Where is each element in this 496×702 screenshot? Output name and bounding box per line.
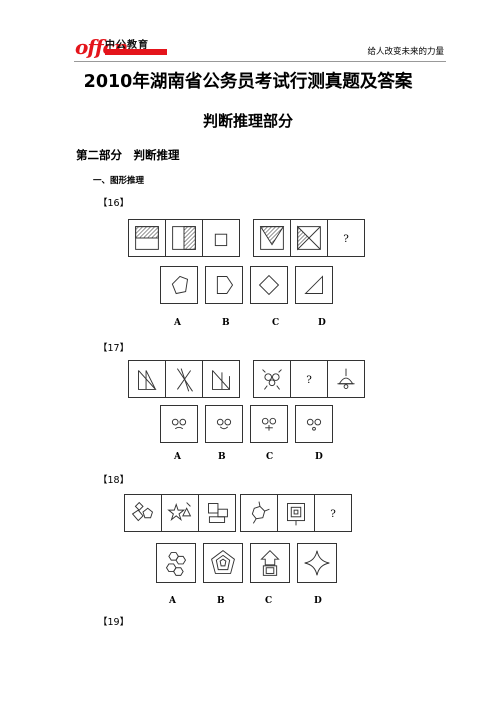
q17-figure-6 — [327, 360, 365, 398]
q17-group-2: ? — [253, 360, 365, 398]
q16-figure-2 — [165, 219, 203, 257]
q16-figure-6: ? — [327, 219, 365, 257]
q17-label-a: A — [174, 452, 181, 462]
question-16-number: 【16】 — [98, 198, 130, 209]
q18-figure-4 — [240, 494, 278, 532]
q18-figure-3 — [198, 494, 236, 532]
q16-label-c: C — [272, 318, 280, 328]
question-17-options — [160, 405, 333, 443]
q17-figure-1 — [128, 360, 166, 398]
header-divider — [74, 61, 446, 62]
q18-label-d: D — [314, 596, 322, 606]
question-17-number: 【17】 — [98, 343, 130, 354]
q17-figure-4 — [253, 360, 291, 398]
section-heading: 一、图形推理 — [93, 176, 145, 186]
q18-label-a: A — [169, 596, 176, 606]
q18-figure-1 — [124, 494, 162, 532]
question-18-stem: ? — [124, 494, 352, 532]
q16-label-d: D — [318, 318, 326, 328]
q18-question-mark: ? — [330, 508, 336, 520]
q17-figure-5: ? — [290, 360, 328, 398]
q17-option-b[interactable] — [205, 405, 243, 443]
q16-option-d[interactable] — [295, 266, 333, 304]
q17-question-mark: ? — [306, 374, 312, 386]
q16-label-b: B — [222, 318, 230, 328]
q18-figure-5 — [277, 494, 315, 532]
q17-option-a[interactable] — [160, 405, 198, 443]
logo-bar — [105, 49, 167, 55]
q18-figure-6: ? — [314, 494, 352, 532]
question-18-number: 【18】 — [98, 475, 130, 486]
q16-option-a[interactable] — [160, 266, 198, 304]
q18-option-c[interactable] — [250, 543, 290, 583]
page-subtitle: 判断推理部分 — [202, 112, 293, 130]
page-title: 2010年湖南省公务员考试行测真题及答案 — [83, 72, 413, 92]
zhonggong-logo: offcn 中公教育 — [75, 35, 175, 61]
q17-group-1 — [128, 360, 240, 398]
q18-option-a[interactable] — [156, 543, 196, 583]
q16-group-1 — [128, 219, 240, 257]
q18-group-1 — [124, 494, 236, 532]
q16-label-a: A — [174, 318, 181, 328]
q16-figure-5 — [290, 219, 328, 257]
question-16-options — [160, 266, 333, 304]
q17-figure-3 — [202, 360, 240, 398]
part-heading: 第二部分 判断推理 — [76, 148, 180, 162]
q18-group-2: ? — [240, 494, 352, 532]
q17-label-b: B — [218, 452, 226, 462]
question-16-stem: ? — [128, 219, 365, 257]
question-19-number: 【19】 — [98, 617, 130, 628]
header-slogan: 给人改变未来的力量 — [367, 47, 444, 57]
q16-option-c[interactable] — [250, 266, 288, 304]
q16-figure-4 — [253, 219, 291, 257]
q17-label-d: D — [315, 452, 323, 462]
q17-label-c: C — [266, 452, 274, 462]
q17-option-d[interactable] — [295, 405, 333, 443]
question-17-stem: ? — [128, 360, 365, 398]
q18-option-d[interactable] — [297, 543, 337, 583]
logo-mark: offcn — [75, 35, 128, 59]
q16-group-2: ? — [253, 219, 365, 257]
q18-option-b[interactable] — [203, 543, 243, 583]
q17-option-c[interactable] — [250, 405, 288, 443]
logo-text: 中公教育 — [105, 40, 149, 51]
q16-figure-1 — [128, 219, 166, 257]
q18-label-b: B — [217, 596, 225, 606]
q16-figure-3 — [202, 219, 240, 257]
q17-figure-2 — [165, 360, 203, 398]
q16-question-mark: ? — [343, 233, 349, 245]
q16-option-b[interactable] — [205, 266, 243, 304]
q18-label-c: C — [265, 596, 273, 606]
question-18-options — [156, 543, 337, 583]
q18-figure-2 — [161, 494, 199, 532]
